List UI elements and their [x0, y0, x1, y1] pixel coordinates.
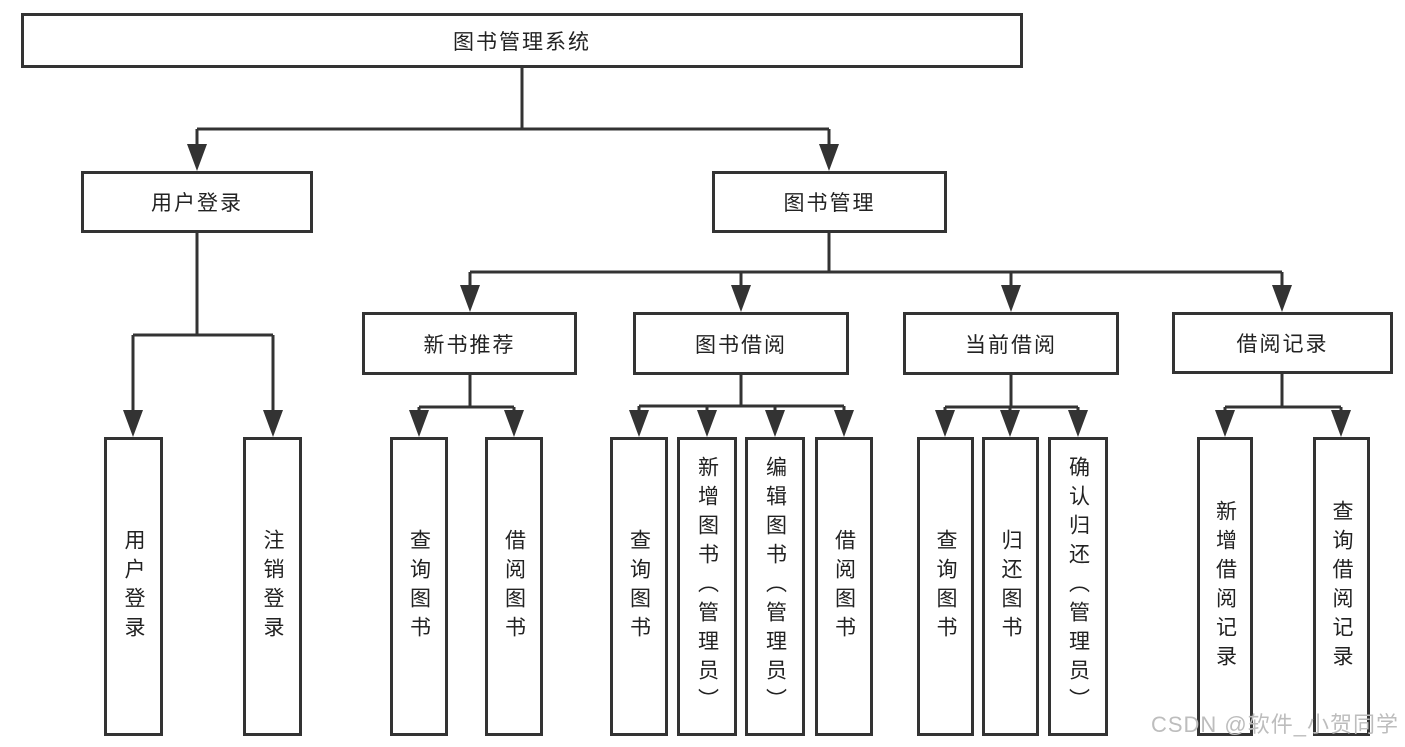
leaf-borrow-books-2: 借阅图书	[815, 437, 873, 736]
leaf-edit-books-admin: 编辑图书（管理员）	[745, 437, 805, 736]
leaf-return-books: 归还图书	[982, 437, 1039, 736]
leaf-borrow-books-1-label: 借阅图书	[502, 528, 526, 645]
leaf-add-books-admin: 新增图书（管理员）	[677, 437, 737, 736]
leaf-borrow-books-2-label: 借阅图书	[832, 528, 856, 645]
node-borrow-records-label: 借阅记录	[1236, 333, 1329, 356]
leaf-query-books-3: 查询图书	[917, 437, 974, 736]
leaf-query-books-1: 查询图书	[390, 437, 448, 736]
node-book-management-label: 图书管理	[783, 192, 876, 215]
node-user-login-label: 用户登录	[151, 192, 243, 215]
leaf-query-books-3-label: 查询图书	[934, 528, 957, 645]
leaf-borrow-books-1: 借阅图书	[485, 437, 543, 736]
leaf-add-books-admin-label: 新增图书（管理员）	[695, 456, 719, 717]
node-new-book-recommend: 新书推荐	[362, 312, 577, 375]
leaf-return-books-label: 归还图书	[999, 528, 1022, 645]
leaf-confirm-return-admin-label: 确认归还（管理员）	[1066, 456, 1090, 717]
leaf-logout-label: 注销登录	[261, 528, 284, 645]
leaf-edit-books-admin-label: 编辑图书（管理员）	[763, 456, 787, 717]
leaf-query-borrow-record-label: 查询借阅记录	[1330, 499, 1353, 674]
node-user-login: 用户登录	[81, 171, 313, 233]
leaf-add-borrow-record-label: 新增借阅记录	[1213, 499, 1237, 674]
node-book-borrow: 图书借阅	[633, 312, 849, 375]
node-current-borrow-label: 当前借阅	[965, 333, 1057, 357]
leaf-query-books-2-label: 查询图书	[627, 528, 651, 645]
node-borrow-records: 借阅记录	[1172, 312, 1393, 374]
leaf-user-login-label: 用户登录	[122, 528, 145, 645]
node-new-book-recommend-label: 新书推荐	[423, 333, 516, 357]
leaf-add-borrow-record: 新增借阅记录	[1197, 437, 1253, 736]
node-book-borrow-label: 图书借阅	[695, 333, 787, 357]
leaf-logout: 注销登录	[243, 437, 302, 736]
leaf-user-login: 用户登录	[104, 437, 163, 736]
leaf-query-books-1-label: 查询图书	[407, 528, 431, 645]
csdn-watermark: CSDN @软件_小贺同学	[1150, 712, 1399, 737]
leaf-query-borrow-record: 查询借阅记录	[1313, 437, 1370, 736]
node-root-label: 图书管理系统	[453, 30, 591, 54]
node-current-borrow: 当前借阅	[903, 312, 1119, 375]
node-book-management: 图书管理	[712, 171, 947, 233]
node-root: 图书管理系统	[21, 13, 1023, 68]
leaf-confirm-return-admin: 确认归还（管理员）	[1048, 437, 1108, 736]
leaf-query-books-2: 查询图书	[610, 437, 668, 736]
